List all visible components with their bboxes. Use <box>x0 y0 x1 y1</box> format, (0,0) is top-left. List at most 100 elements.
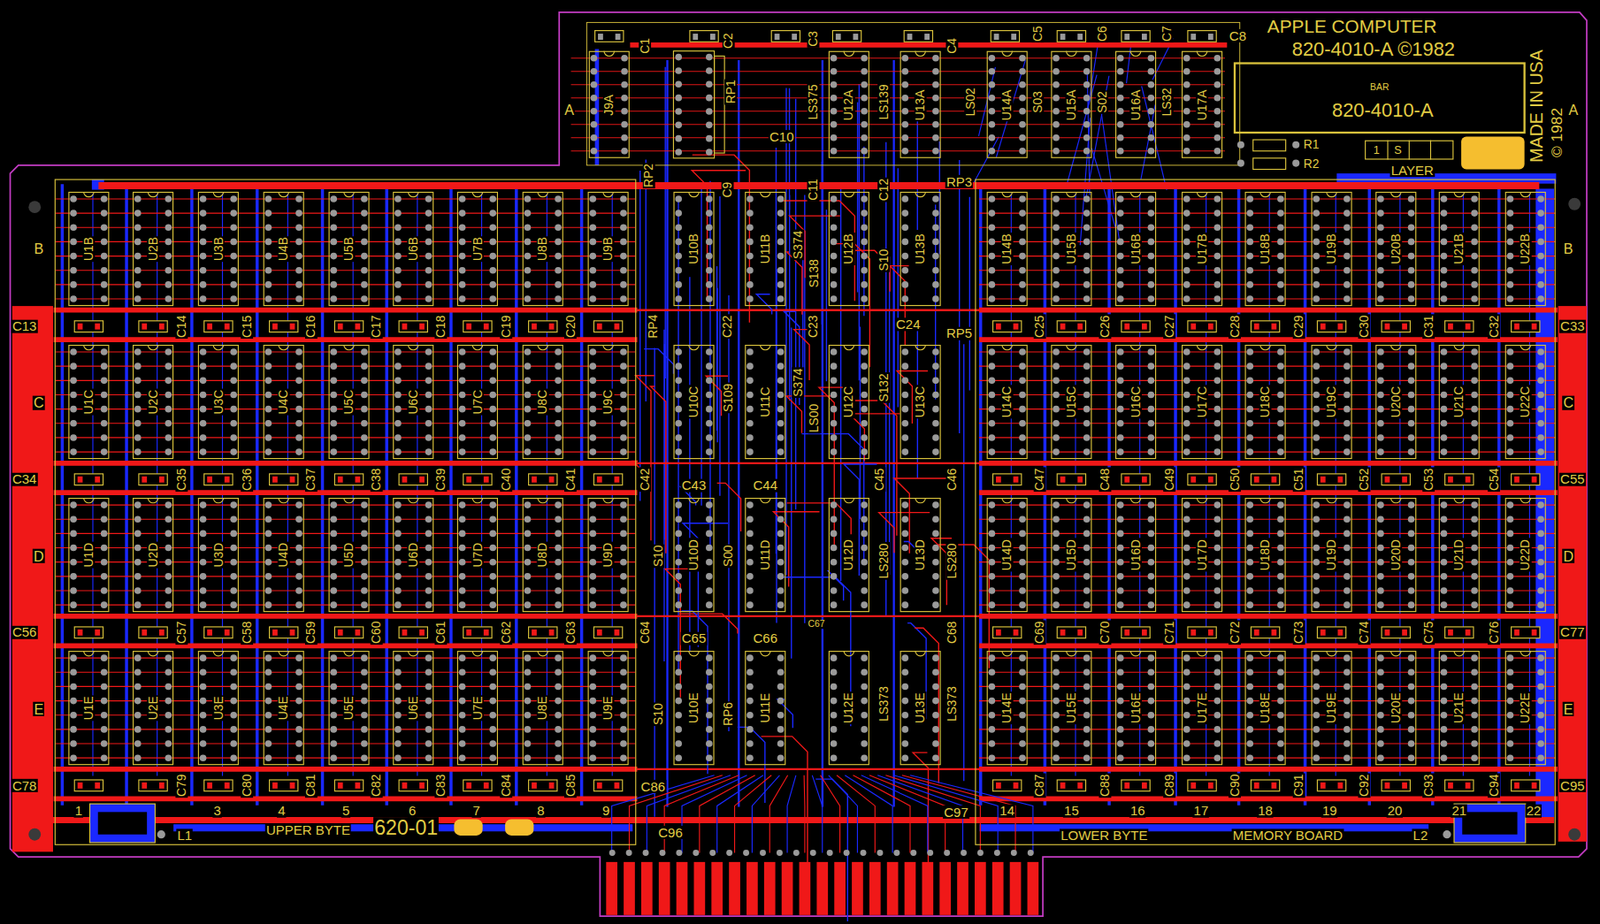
pad-hole <box>1117 223 1125 231</box>
pad-hole <box>100 348 108 356</box>
pad-hole <box>1214 362 1222 370</box>
pad-hole <box>590 54 598 62</box>
pad-hole <box>932 94 940 102</box>
pad-hole <box>705 195 713 203</box>
pad-hole <box>229 654 238 662</box>
pad-hole <box>1117 252 1125 261</box>
pad-hole <box>229 420 238 428</box>
pad-hole <box>69 391 77 399</box>
inductor-outline <box>90 803 156 843</box>
pad-hole <box>489 530 497 538</box>
pad-hole <box>902 209 910 217</box>
pad-hole <box>988 420 996 428</box>
pad-hole <box>524 295 532 303</box>
pad-hole <box>1052 434 1060 442</box>
bus-trace <box>820 775 841 854</box>
pad-hole <box>777 391 785 399</box>
pad-hole <box>674 544 682 552</box>
pad-hole <box>1183 209 1191 217</box>
pad-hole <box>1148 377 1156 385</box>
pad-hole <box>1343 544 1351 552</box>
pad-hole <box>295 420 303 428</box>
address-trace <box>55 575 635 577</box>
pad-hole <box>777 558 785 567</box>
capacitor-outline <box>1445 627 1474 639</box>
pad-hole <box>394 238 402 246</box>
pad-hole <box>554 530 562 538</box>
pad-hole <box>1440 267 1448 275</box>
pad-hole <box>675 849 682 857</box>
pad-hole <box>1343 587 1351 595</box>
pad-hole <box>1440 377 1448 385</box>
bus-trace <box>803 775 806 854</box>
pad-hole <box>1083 544 1091 552</box>
pad-hole <box>777 515 785 523</box>
pad-hole <box>229 501 238 509</box>
pad-hole <box>1083 362 1091 370</box>
pad-hole <box>932 223 940 231</box>
pad-hole <box>360 267 368 275</box>
signal-trace <box>717 482 742 532</box>
ground-trace <box>892 61 895 806</box>
pad-hole <box>902 515 910 523</box>
pad-hole <box>1052 94 1060 102</box>
pad-hole <box>489 391 497 399</box>
pad-hole <box>1537 420 1545 428</box>
pad-hole <box>394 348 402 356</box>
power-rail <box>981 460 1555 467</box>
capacitor-pad <box>224 629 230 636</box>
pad-hole <box>165 295 173 303</box>
pad-hole <box>360 434 368 442</box>
pad-hole <box>1052 530 1060 538</box>
pad-hole <box>1052 107 1060 115</box>
address-trace <box>55 198 635 200</box>
capacitor-outline <box>398 474 428 486</box>
pad-hole <box>830 209 838 217</box>
signal-trace <box>692 154 751 322</box>
pad-hole <box>100 654 108 662</box>
pad-hole <box>589 697 597 705</box>
capacitor-pad <box>290 323 296 330</box>
capacitor-outline <box>1121 627 1150 639</box>
capacitor-pad <box>531 476 537 483</box>
pad-hole <box>759 849 766 857</box>
pad-hole <box>1083 587 1091 595</box>
pad-hole <box>229 711 238 720</box>
capacitor-outline <box>1056 474 1086 486</box>
pad-hole <box>674 281 682 289</box>
pad-hole <box>620 573 628 581</box>
pad-hole <box>229 740 238 748</box>
pad-hole <box>902 434 910 442</box>
pad-hole <box>1277 223 1285 231</box>
pad-hole <box>1052 405 1060 414</box>
pad-hole <box>1246 209 1254 217</box>
address-trace <box>979 533 1556 535</box>
pad-hole <box>620 94 628 102</box>
capacitor-outline <box>1250 474 1279 486</box>
edge-finger <box>711 862 723 916</box>
capacitor-pad <box>1077 629 1083 636</box>
pad-hole <box>793 849 800 857</box>
pad-hole <box>994 849 1001 857</box>
pad-hole <box>1440 362 1448 370</box>
pad-hole <box>1537 448 1545 456</box>
edge-finger <box>764 862 776 916</box>
signal-trace <box>663 329 665 661</box>
pad-hole <box>459 530 467 538</box>
pad-hole <box>69 754 77 762</box>
pad-hole <box>1312 295 1320 303</box>
pad-hole <box>1052 223 1060 231</box>
pad-hole <box>1148 501 1156 509</box>
pad-hole <box>524 754 532 762</box>
address-trace <box>979 269 1556 271</box>
pad-hole <box>1083 420 1091 428</box>
pad-hole <box>705 501 713 509</box>
pad-hole <box>394 501 402 509</box>
pad-hole <box>1537 391 1545 399</box>
pad-hole <box>1183 348 1191 356</box>
pad-hole <box>902 147 910 155</box>
pad-hole <box>1214 121 1222 129</box>
pad-hole <box>459 654 467 662</box>
pad-hole <box>742 849 750 857</box>
pad-hole <box>977 849 984 857</box>
